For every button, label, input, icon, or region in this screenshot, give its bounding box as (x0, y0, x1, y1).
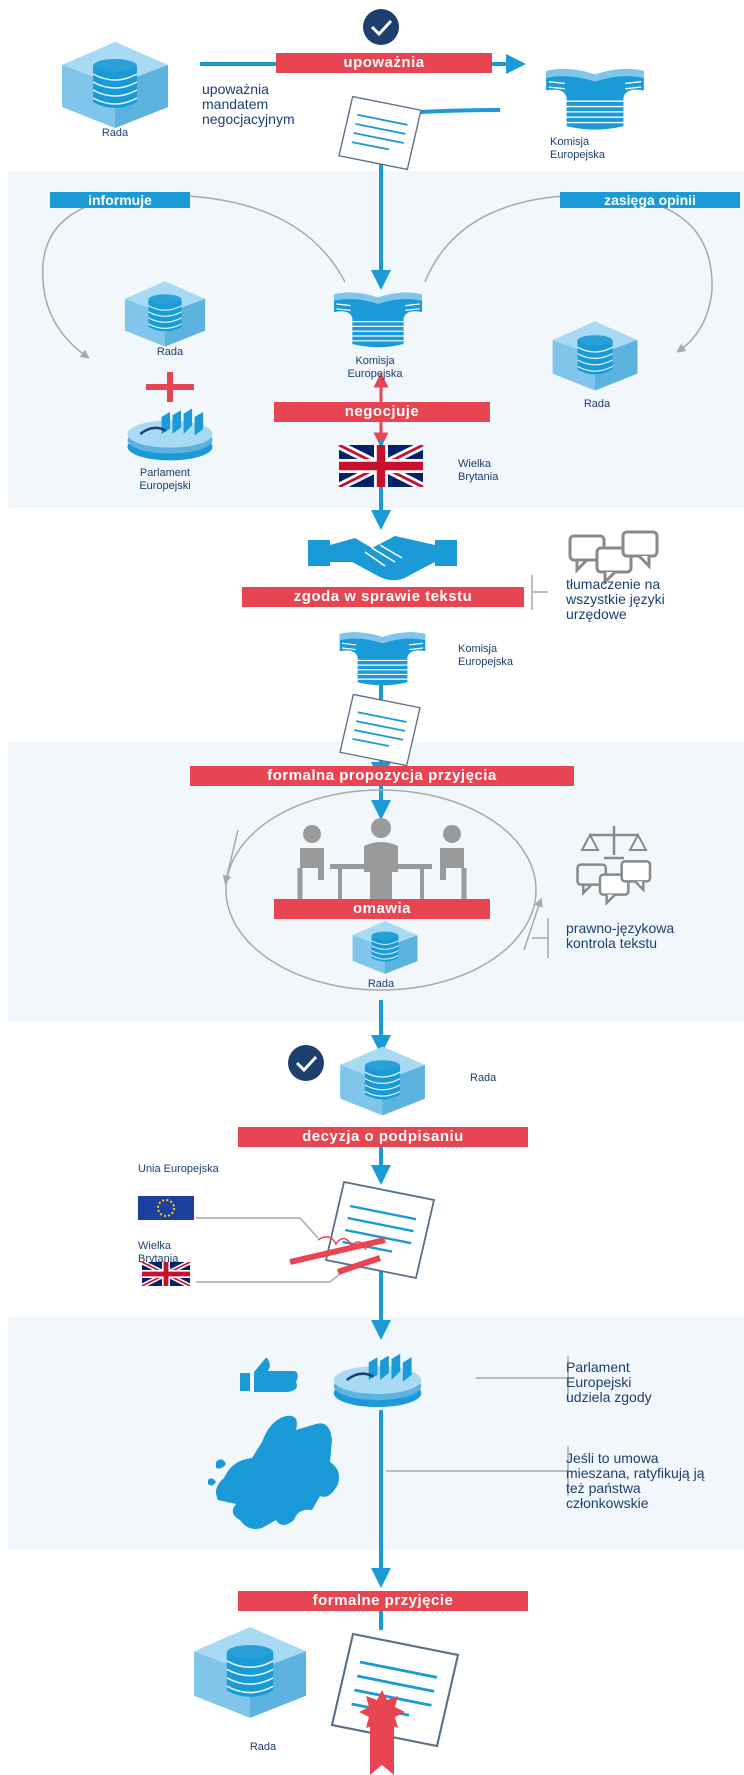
formal-adoption-bar: formalne przyjęcie (238, 1591, 528, 1611)
council-building-icon (351, 920, 419, 975)
council-label: Rada (156, 346, 184, 358)
parliament-consent-note: Parlament Europejski udziela zgody (566, 1359, 652, 1405)
council-label: Rada (583, 398, 611, 410)
mixed-agreement-note: Jeśli to umowa mieszana, ratyfikują ją t… (566, 1450, 705, 1511)
council-label: Rada (101, 127, 129, 139)
council-building-icon (124, 280, 206, 348)
uk-flag-icon (339, 445, 423, 487)
signing-decision-bar: decyzja o podpisaniu (238, 1127, 528, 1147)
text-agreement-bar: zgoda w sprawie tekstu (242, 587, 524, 607)
eu-label: Unia Europejska (138, 1163, 219, 1175)
legal-check-note: prawno-językowa kontrola tekstu (566, 920, 675, 951)
authorize-bar: upoważnia (276, 53, 492, 73)
commission-building-icon (333, 291, 423, 348)
commission-label: Komisja Europejska (550, 136, 606, 161)
meeting-people-icon (297, 818, 467, 902)
parliament-icon (126, 407, 214, 462)
check-icon (363, 9, 399, 45)
formal-proposal-bar: formalna propozycja przyjęcia (190, 766, 574, 786)
parliament-label: Parlament Europejski (139, 467, 191, 492)
informs-bar: informuje (50, 192, 190, 208)
mandate-label: upoważnia mandatem negocjacyjnym (202, 81, 295, 127)
thumbs-up-icon (240, 1358, 298, 1392)
scales-icon (580, 826, 648, 860)
seal-icon (359, 1690, 405, 1775)
document-icon (330, 1632, 460, 1748)
document-icon (338, 95, 422, 171)
commission-building-icon (545, 68, 645, 131)
discusses-bar: omawia (274, 899, 490, 919)
section-band-consent (8, 1317, 744, 1550)
translation-note: tłumaczenie na wszystkie języki urzędowe (566, 576, 665, 622)
consults-bar: zasięga opinii (560, 192, 740, 208)
commission-label: Komisja Europejska (347, 355, 403, 380)
commission-building-icon (339, 631, 426, 687)
pen-icon (289, 1236, 386, 1275)
document-icon (339, 693, 421, 767)
commission-label: Komisja Europejska (458, 643, 514, 668)
uk-label: Wielka Brytania (458, 458, 499, 483)
europe-map-icon (208, 1415, 339, 1529)
council-label: Rada (470, 1072, 497, 1084)
council-building-icon (193, 1626, 307, 1719)
council-building-icon (61, 41, 169, 129)
parliament-icon (332, 1352, 423, 1409)
council-label: Rada (367, 978, 395, 990)
eu-flag-icon (138, 1196, 194, 1220)
check-icon (288, 1045, 324, 1081)
speech-bubbles-icon (576, 859, 652, 905)
uk-label: Wielka Brytania (138, 1240, 179, 1265)
council-building-icon (551, 320, 639, 392)
council-building-icon (339, 1045, 426, 1117)
plus-icon (146, 372, 194, 402)
council-label: Rada (249, 1741, 277, 1753)
handshake-icon (308, 536, 457, 581)
document-icon (324, 1180, 436, 1280)
speech-bubbles-icon (568, 530, 659, 584)
negotiates-bar: negocjuje (274, 402, 490, 422)
